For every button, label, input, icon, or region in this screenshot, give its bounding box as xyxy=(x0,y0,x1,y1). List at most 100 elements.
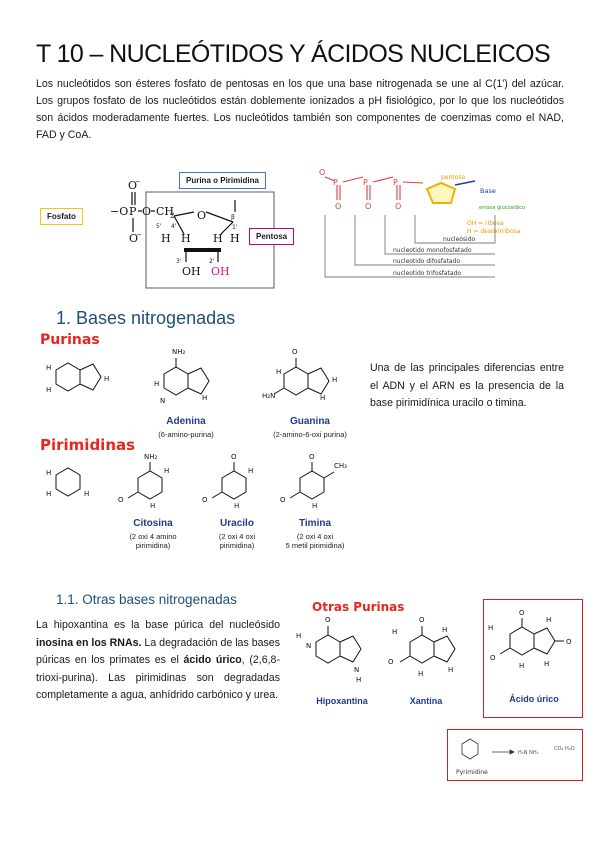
detail-mono: nucleotido monofosfatado xyxy=(393,247,472,254)
svg-text:H: H xyxy=(519,662,524,670)
purinas-label: Purinas xyxy=(40,332,100,348)
svg-text:N: N xyxy=(354,666,359,674)
svg-text:H: H xyxy=(230,232,240,245)
svg-text:O: O xyxy=(129,232,138,245)
svg-text:H: H xyxy=(332,376,337,384)
svg-text:H: H xyxy=(46,386,51,394)
svg-text:3': 3' xyxy=(176,258,182,265)
detail-nucleosido: nucleósido xyxy=(443,236,476,243)
nucleotide-structure-drawing: O− −O P O CH2 O− O H H H H OH OH 3'2'1'β… xyxy=(110,178,275,289)
svg-text:H: H xyxy=(276,368,281,376)
timina-name: Timina xyxy=(298,518,332,529)
svg-text:O: O xyxy=(490,654,496,662)
svg-text:O: O xyxy=(519,609,525,617)
svg-text:H: H xyxy=(392,628,397,636)
svg-text:P: P xyxy=(393,178,398,187)
svg-text:H: H xyxy=(546,616,551,624)
body2-text-3: , (2,6,8-trioxi-purina). Las pirimidinas… xyxy=(36,654,280,701)
section-heading-otras-bases: 1.1. Otras bases nitrogenadas xyxy=(56,592,237,607)
svg-text:2': 2' xyxy=(209,258,215,265)
citosina-sub1: (2 oxi 4 amino xyxy=(129,532,177,541)
body2-bold-2: ácido úrico xyxy=(183,654,242,666)
svg-text:O: O xyxy=(142,205,151,218)
svg-text:−: − xyxy=(136,231,142,239)
svg-text:H: H xyxy=(150,502,155,510)
svg-text:H: H xyxy=(161,232,171,245)
xantina-name: Xantina xyxy=(409,696,443,706)
svg-text:1': 1' xyxy=(232,224,238,231)
svg-text:H: H xyxy=(488,624,493,632)
svg-text:H₂N NH₂: H₂N NH₂ xyxy=(518,750,539,756)
svg-text:H: H xyxy=(296,632,301,640)
svg-text:O: O xyxy=(395,202,401,211)
adenina-sub: (6-amino-purina) xyxy=(158,430,214,439)
svg-text:H: H xyxy=(442,626,447,634)
svg-text:P: P xyxy=(129,205,137,218)
svg-text:H: H xyxy=(544,660,549,668)
detail-di: nucleotido difosfatado xyxy=(393,258,460,265)
svg-text:5': 5' xyxy=(156,223,162,230)
svg-text:H: H xyxy=(248,467,253,475)
otras-purinas-title: Otras Purinas xyxy=(312,600,405,614)
svg-text:P: P xyxy=(363,178,368,187)
svg-text:N: N xyxy=(160,397,165,405)
label-pentose: Pentosa xyxy=(249,228,295,245)
uracilo-name: Uracilo xyxy=(220,518,254,529)
svg-text:O: O xyxy=(118,496,124,504)
detail-enlace: enlace glucosídico xyxy=(479,204,525,211)
svg-text:H: H xyxy=(320,394,325,402)
guanina-name: Guanina xyxy=(289,416,330,427)
citosina-sub2: pirimidina) xyxy=(135,541,171,550)
svg-text:β: β xyxy=(231,214,235,221)
svg-text:4': 4' xyxy=(171,223,177,230)
svg-text:O: O xyxy=(231,453,237,461)
svg-text:H: H xyxy=(213,232,223,245)
bases-figure: Purinas Pirimidinas xyxy=(36,330,362,555)
svg-text:O: O xyxy=(197,209,206,222)
svg-text:P: P xyxy=(333,178,338,187)
svg-text:H: H xyxy=(46,469,51,477)
svg-text:OH: OH xyxy=(182,265,201,278)
pyrimidine-label: Pyrimidine xyxy=(456,769,488,776)
svg-text:H: H xyxy=(202,394,207,402)
svg-text:NH₂: NH₂ xyxy=(172,348,186,356)
detail-tri: nucleotido trifosfatado xyxy=(393,270,461,277)
section-heading-bases: 1. Bases nitrogenadas xyxy=(56,308,236,328)
hipoxantina-name: Hipoxantina xyxy=(316,696,368,706)
label-phosphate: Fosfato xyxy=(40,208,83,225)
svg-text:O: O xyxy=(309,453,315,461)
svg-text:H: H xyxy=(181,232,191,245)
svg-text:H: H xyxy=(164,467,169,475)
svg-text:−O: −O xyxy=(110,205,128,218)
svg-text:O: O xyxy=(292,348,298,356)
svg-text:2: 2 xyxy=(170,212,174,220)
pirimidinas-label: Pirimidinas xyxy=(40,436,136,454)
uracilo-sub2: pirimidina) xyxy=(219,541,255,550)
svg-text:H: H xyxy=(84,490,89,498)
citosina-name: Citosina xyxy=(133,518,173,529)
timina-sub2: 5 metil pirimidina) xyxy=(285,541,345,550)
svg-text:−: − xyxy=(135,178,141,186)
svg-text:O: O xyxy=(365,202,371,211)
svg-text:O: O xyxy=(335,202,341,211)
svg-text:OH: OH xyxy=(211,265,230,278)
svg-text:CH: CH xyxy=(156,205,174,218)
body-paragraph-otras-bases: La hipoxantina es la base púrica del nuc… xyxy=(36,617,280,705)
detail-pentosa: pentosa xyxy=(441,174,465,181)
intro-paragraph: Los nucleótidos son ésteres fosfato de p… xyxy=(36,78,564,141)
svg-text:O: O xyxy=(202,496,208,504)
svg-text:O: O xyxy=(319,168,325,177)
adenina-name: Adenina xyxy=(166,416,206,427)
svg-text:H: H xyxy=(46,490,51,498)
body2-bold-1: inosina en los RNAs. xyxy=(36,636,142,649)
svg-text:H: H xyxy=(312,502,317,510)
svg-text:O: O xyxy=(128,179,137,192)
svg-text:H: H xyxy=(356,676,361,684)
